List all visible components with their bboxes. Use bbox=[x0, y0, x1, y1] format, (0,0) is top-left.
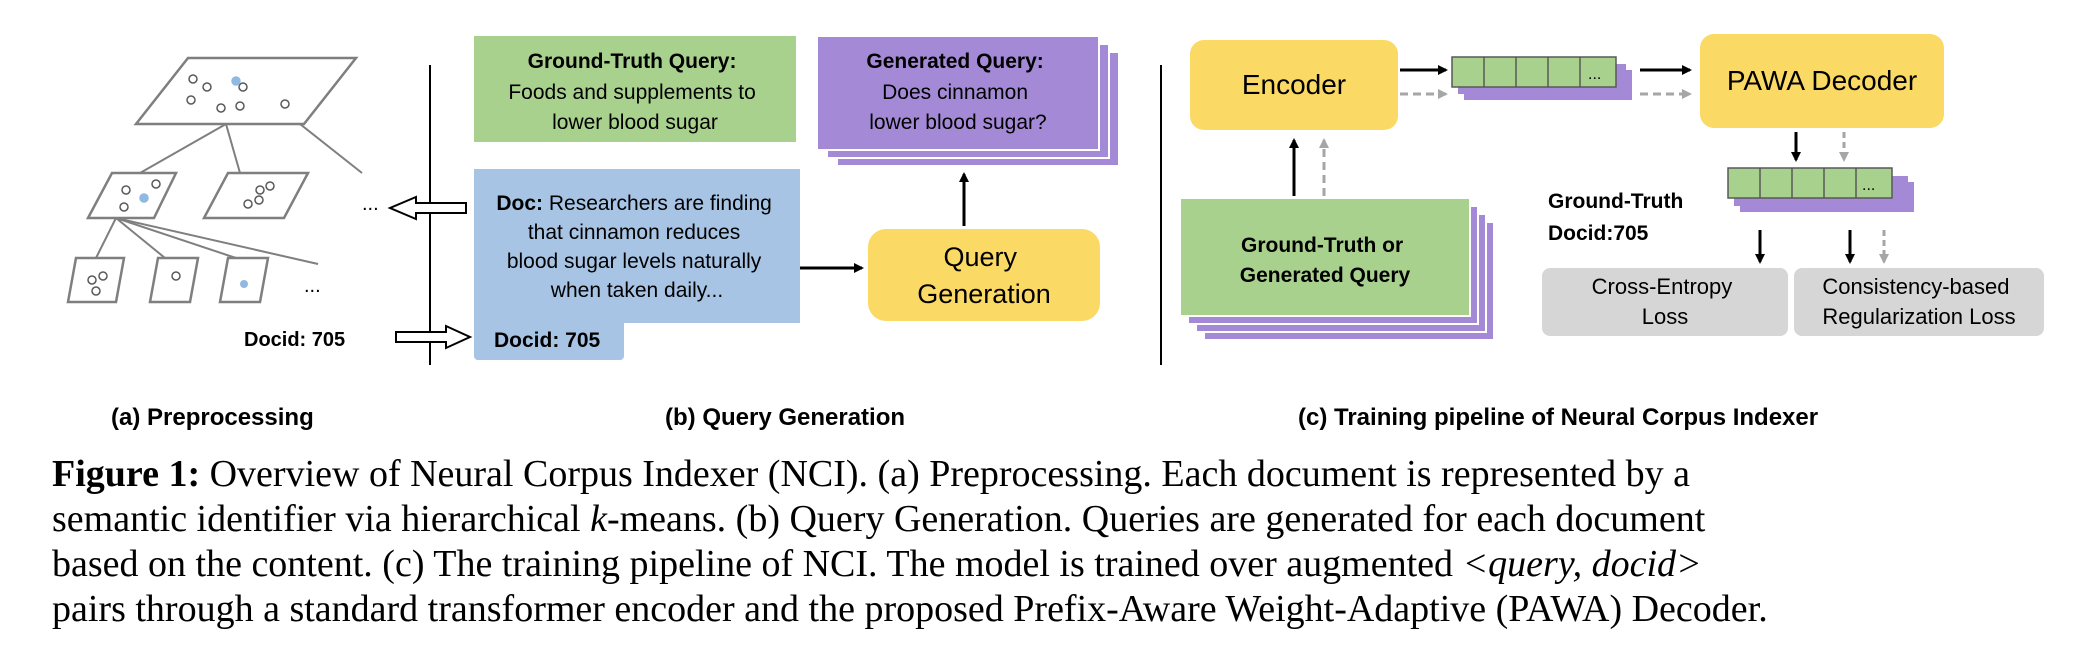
svg-text:Ground-Truth Docid:705: Ground-Truth Docid:705 bbox=[1548, 190, 1689, 245]
gt-query-line1: Foods and supplements to bbox=[508, 81, 756, 104]
svg-text:Consistency-based Regula: Consistency-based Regularization Loss bbox=[1822, 274, 2015, 329]
gen-query-title: Generated Query: bbox=[866, 50, 1043, 73]
caption-l2-pre: semantic identifier via hierarchical bbox=[52, 498, 591, 540]
cluster-l1-right bbox=[201, 171, 311, 220]
panel-a-preprocessing: ... ... Docid: 705 (a) Preprocessing bbox=[66, 56, 379, 431]
input-line1: Ground-Truth or bbox=[1241, 234, 1403, 257]
gen-query-box bbox=[816, 35, 1100, 151]
cluster-root bbox=[133, 56, 359, 126]
svg-text:Ground-Truth Query: Food: Ground-Truth Query: Foods and supplement… bbox=[508, 50, 761, 134]
caption-c: (c) Training pipeline of Neural Corpus I… bbox=[1298, 404, 1818, 431]
docid-label-a: Docid: 705 bbox=[244, 329, 345, 351]
qgen-line1: Query bbox=[943, 242, 1017, 272]
figure-caption: Figure 1: Overview of Neural Corpus Inde… bbox=[52, 452, 2084, 632]
caption-a: (a) Preprocessing bbox=[111, 404, 314, 431]
doc-docid-tab bbox=[474, 318, 624, 360]
caption-l1: Overview of Neural Corpus Indexer (NCI).… bbox=[200, 453, 1691, 495]
panel-c-training-pipeline: Encoder ... PAWA Decoder Ground-Truth or… bbox=[1179, 34, 2044, 431]
hollow-arrow-right bbox=[395, 324, 473, 350]
caption-b: (b) Query Generation bbox=[665, 404, 905, 431]
decoder-label: PAWA Decoder bbox=[1727, 65, 1917, 96]
hollow-arrow-left bbox=[387, 195, 467, 221]
svg-text:Generated Query: Does ci: Generated Query: Does cinnamon lower blo… bbox=[866, 50, 1049, 134]
encoder-label: Encoder bbox=[1242, 69, 1346, 100]
caption-l2-k: k bbox=[590, 498, 607, 540]
doc-line2: that cinnamon reduces bbox=[528, 221, 740, 244]
gt-query-title: Ground-Truth Query: bbox=[528, 50, 737, 73]
tree-edges bbox=[95, 123, 363, 265]
ce-loss-line1: Cross-Entropy bbox=[1592, 274, 1733, 299]
gt-query-box bbox=[474, 36, 796, 142]
qgen-line2: Generation bbox=[917, 279, 1051, 309]
gen-query-line2: lower blood sugar? bbox=[869, 111, 1046, 134]
input-query-box bbox=[1179, 197, 1471, 317]
decoder-output-vector bbox=[1727, 167, 1893, 199]
panel-b-query-generation: Ground-Truth Query: Foods and supplement… bbox=[474, 35, 1120, 431]
gen-query-line1: Does cinnamon bbox=[882, 81, 1028, 104]
gt-docid-line1: Ground-Truth bbox=[1548, 190, 1683, 213]
caption-line-2: semantic identifier via hierarchical k-m… bbox=[52, 497, 2084, 542]
svg-text:Cross-Entropy Loss: Cross-Entropy Loss bbox=[1592, 274, 1739, 329]
tree-ellipsis-right: ... bbox=[362, 193, 379, 215]
reg-loss-box bbox=[1794, 268, 2044, 336]
encoder-box bbox=[1190, 40, 1398, 130]
caption-l3-pre: based on the content. (c) The training p… bbox=[52, 543, 1463, 585]
nci-overview-figure: ... ... Docid: 705 (a) Preprocessing Gro… bbox=[66, 34, 2044, 431]
tree-ellipsis-bottom: ... bbox=[304, 275, 321, 297]
input-line2: Generated Query bbox=[1240, 264, 1411, 287]
caption-line-4: pairs through a standard transformer enc… bbox=[52, 587, 2084, 632]
svg-text:Ground-Truth or Generate: Ground-Truth or Generated Query bbox=[1240, 234, 1411, 287]
gt-docid-line2: Docid:705 bbox=[1548, 222, 1649, 245]
caption-line-3: based on the content. (c) The training p… bbox=[52, 542, 2084, 587]
dec-vec-ellipsis: ... bbox=[1862, 177, 1875, 194]
root-dots bbox=[186, 74, 290, 113]
pawa-decoder-box bbox=[1700, 34, 1944, 128]
cluster-l1-left bbox=[85, 171, 179, 220]
gt-query-line2: lower blood sugar bbox=[552, 111, 718, 134]
reg-loss-line1: Consistency-based bbox=[1822, 274, 2009, 299]
svg-text:Query Generation: Query Generation bbox=[917, 242, 1051, 309]
ce-loss-line2: Loss bbox=[1642, 304, 1688, 329]
caption-label: Figure 1: bbox=[52, 453, 201, 495]
encoder-output-vector bbox=[1451, 56, 1617, 88]
enc-vec-ellipsis: ... bbox=[1588, 66, 1601, 83]
svg-text:Doc: Researchers are finding: Doc: Researchers are finding that cinnam… bbox=[496, 192, 777, 302]
doc-line1: Researchers are finding bbox=[543, 192, 772, 215]
doc-box bbox=[474, 169, 800, 323]
doc-docid-label: Docid: 705 bbox=[494, 329, 601, 352]
ce-loss-box bbox=[1542, 268, 1788, 336]
doc-prefix: Doc: bbox=[496, 192, 543, 215]
caption-l2-post: -means. (b) Query Generation. Queries ar… bbox=[606, 498, 1706, 540]
doc-line4: when taken daily... bbox=[550, 279, 723, 302]
reg-loss-line2: Regularization Loss bbox=[1822, 304, 2015, 329]
caption-l4: pairs through a standard transformer enc… bbox=[52, 588, 1768, 630]
caption-line-1: Figure 1: Overview of Neural Corpus Inde… bbox=[52, 452, 2084, 497]
caption-l3-pair: <query, docid> bbox=[1462, 543, 1702, 585]
doc-line3: blood sugar levels naturally bbox=[507, 250, 762, 273]
query-generation-box bbox=[868, 229, 1100, 321]
